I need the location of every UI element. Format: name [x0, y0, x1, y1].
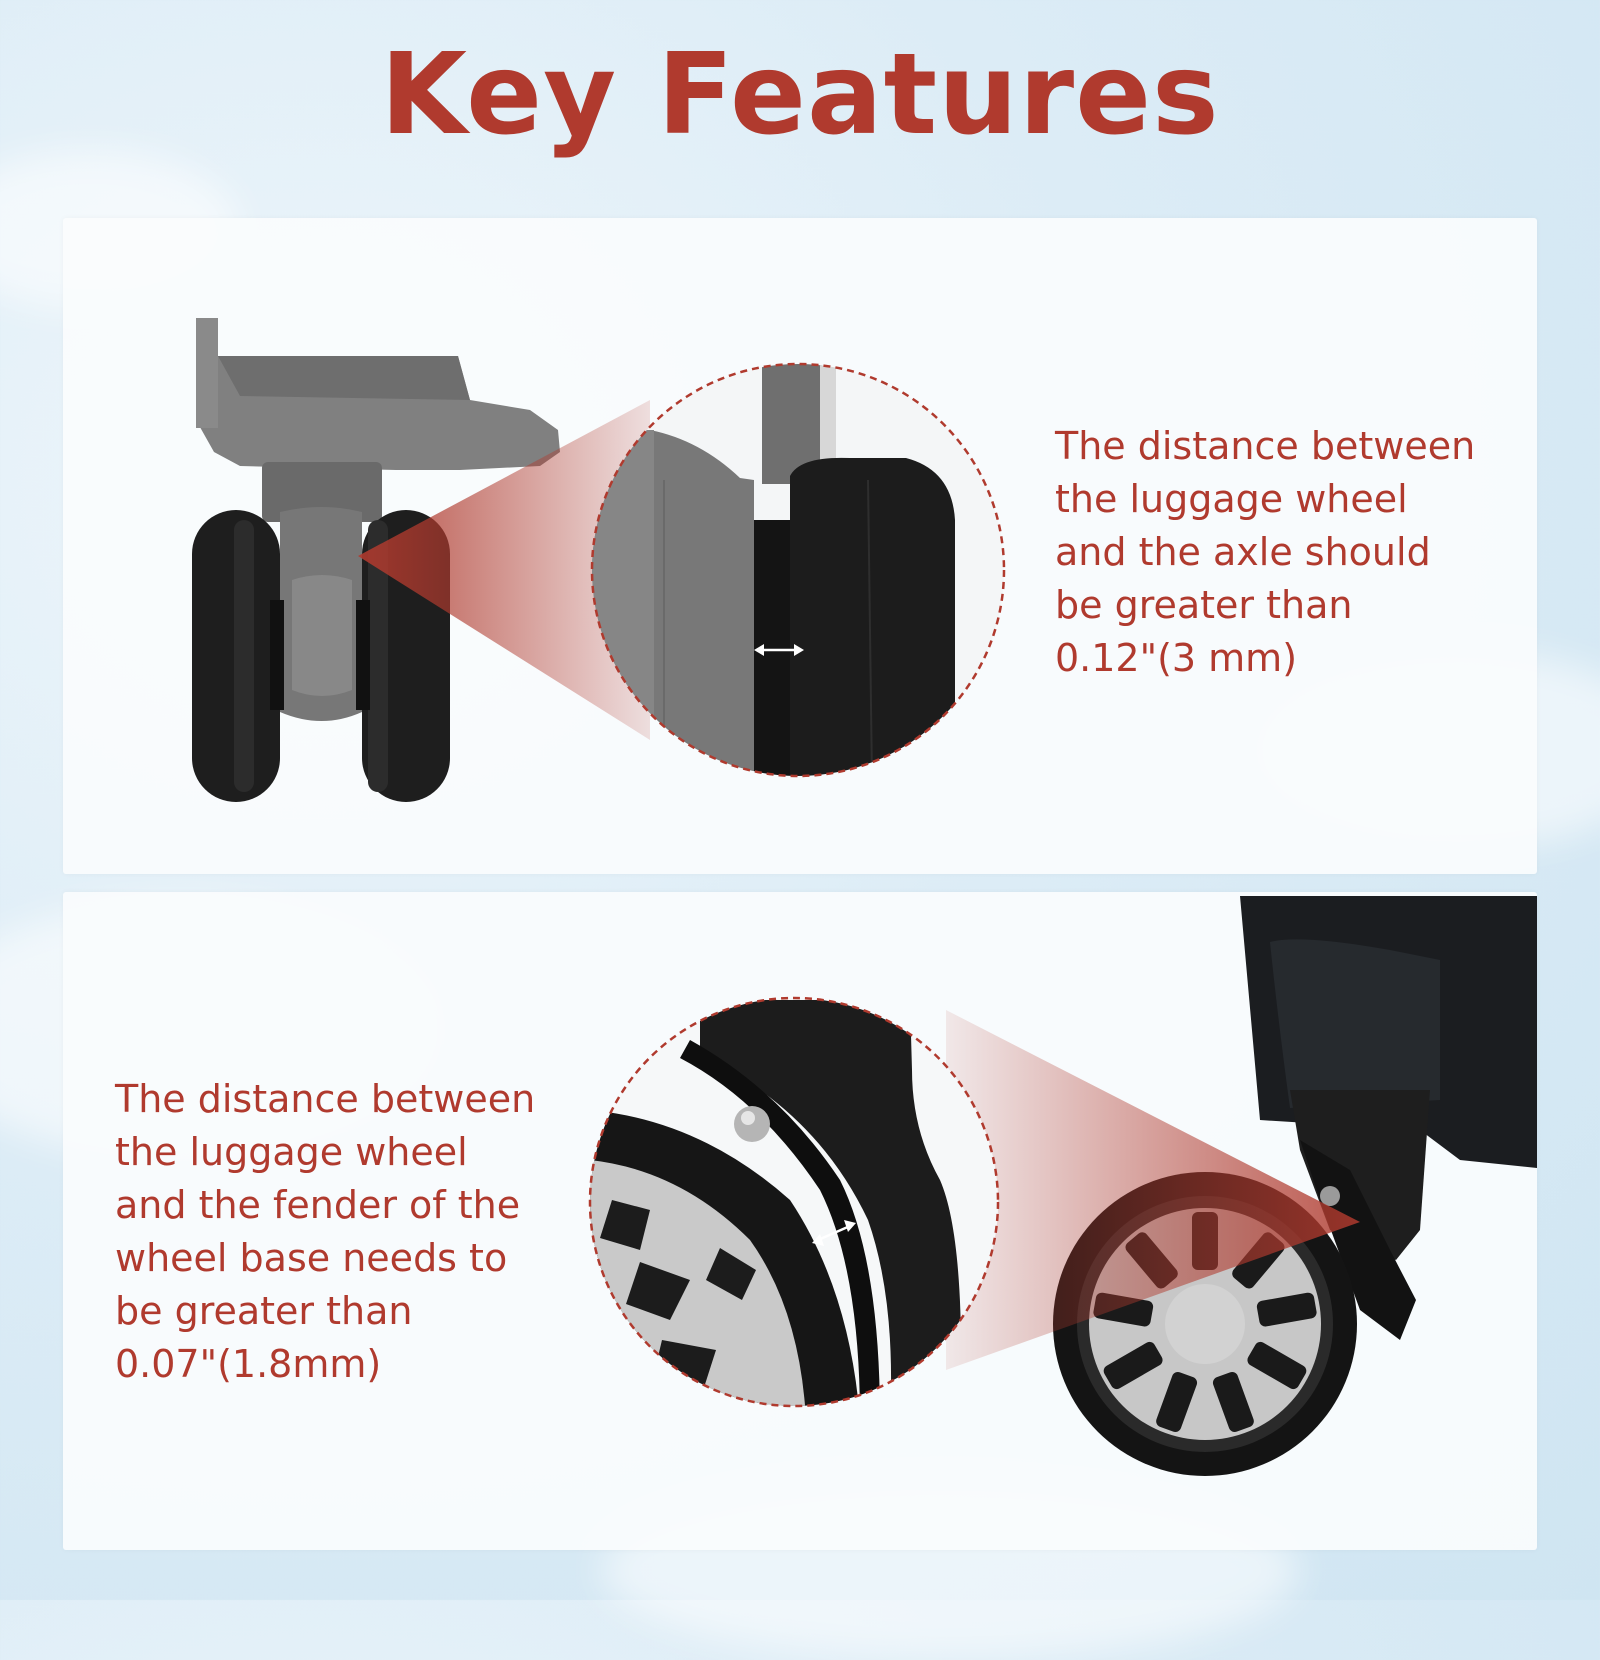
feature-line: The distance between [115, 1077, 536, 1121]
feature-line: be greater than [1055, 583, 1353, 627]
feature-line: the luggage wheel [115, 1130, 468, 1174]
feature-line: wheel base needs to [115, 1236, 508, 1280]
feature-line: 0.12"(3 mm) [1055, 636, 1298, 680]
zoom-callout-icon [588, 996, 1000, 1408]
feature-line: The distance between [1055, 424, 1476, 468]
zoom-beam [946, 1010, 1360, 1370]
page-title: Key Features [380, 30, 1220, 160]
feature-line: 0.07"(1.8mm) [115, 1342, 382, 1386]
zoom-callout-icon [590, 362, 1006, 778]
double-arrow-icon [812, 1220, 856, 1246]
zoom-beam [358, 400, 650, 740]
illustrations [192, 318, 1537, 1476]
caster-wheel-illustration [192, 318, 560, 802]
feature-line: and the fender of the [115, 1183, 521, 1227]
feature-line: and the axle should [1055, 530, 1431, 574]
double-arrow-icon [754, 644, 804, 656]
feature-text-axle: The distance between the luggage wheel a… [1055, 420, 1475, 685]
feature-text-fender: The distance between the luggage wheel a… [115, 1073, 535, 1391]
feature-line: be greater than [115, 1289, 413, 1333]
feature-line: the luggage wheel [1055, 477, 1408, 521]
